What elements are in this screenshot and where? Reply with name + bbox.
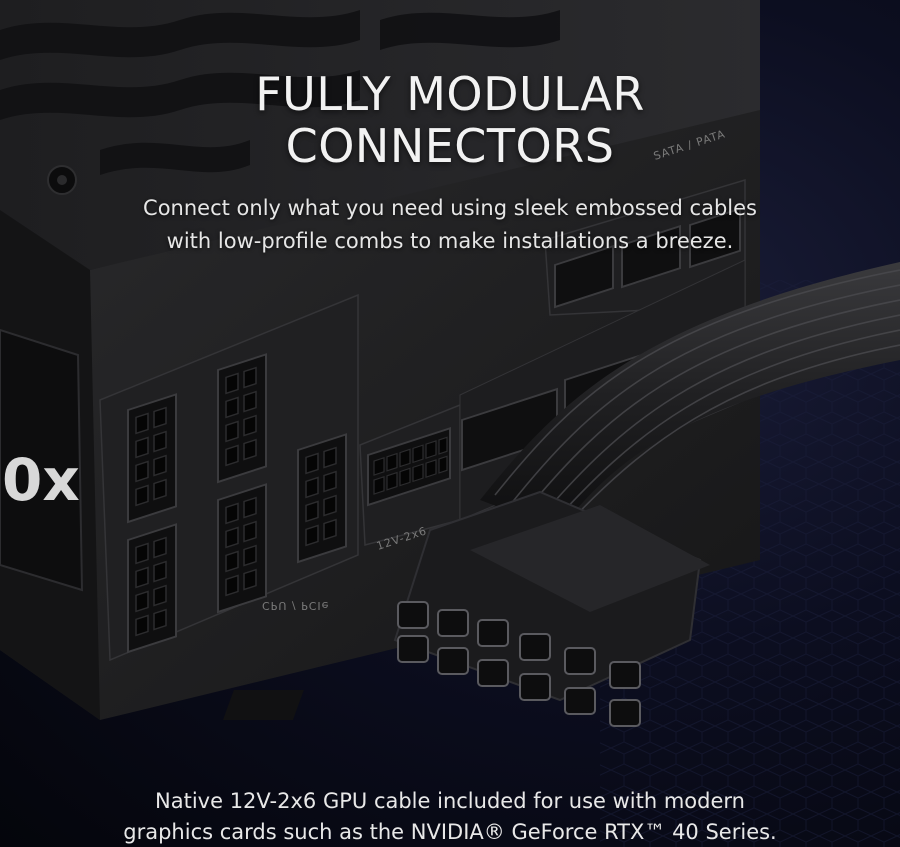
gpu-cable-plug	[222, 490, 710, 727]
v12-2x6-socket	[367, 427, 451, 507]
subtitle-line-2: with low-profile combs to make installat…	[166, 229, 734, 253]
headline: FULLY MODULAR CONNECTORS	[0, 68, 900, 172]
gpu-cable-bundle	[480, 262, 900, 531]
subtitle-line-1: Connect only what you need using sleek e…	[143, 196, 757, 220]
cpu-pcie-sockets	[127, 353, 347, 654]
subtitle: Connect only what you need using sleek e…	[0, 192, 900, 258]
headline-line-2: CONNECTORS	[285, 119, 615, 173]
caption: Native 12V-2x6 GPU cable included for us…	[0, 786, 900, 847]
caption-line-2: graphics cards such as the NVIDIA® GeFor…	[123, 820, 777, 844]
caption-line-1: Native 12V-2x6 GPU cable included for us…	[155, 789, 745, 813]
cpu-pcie-label: CPU / PCIe	[262, 599, 329, 612]
brand-badge: 0x	[0, 328, 84, 592]
headline-line-1: FULLY MODULAR	[255, 67, 645, 121]
psu-top-surface	[0, 0, 760, 270]
brand-text: 0x	[2, 446, 80, 514]
